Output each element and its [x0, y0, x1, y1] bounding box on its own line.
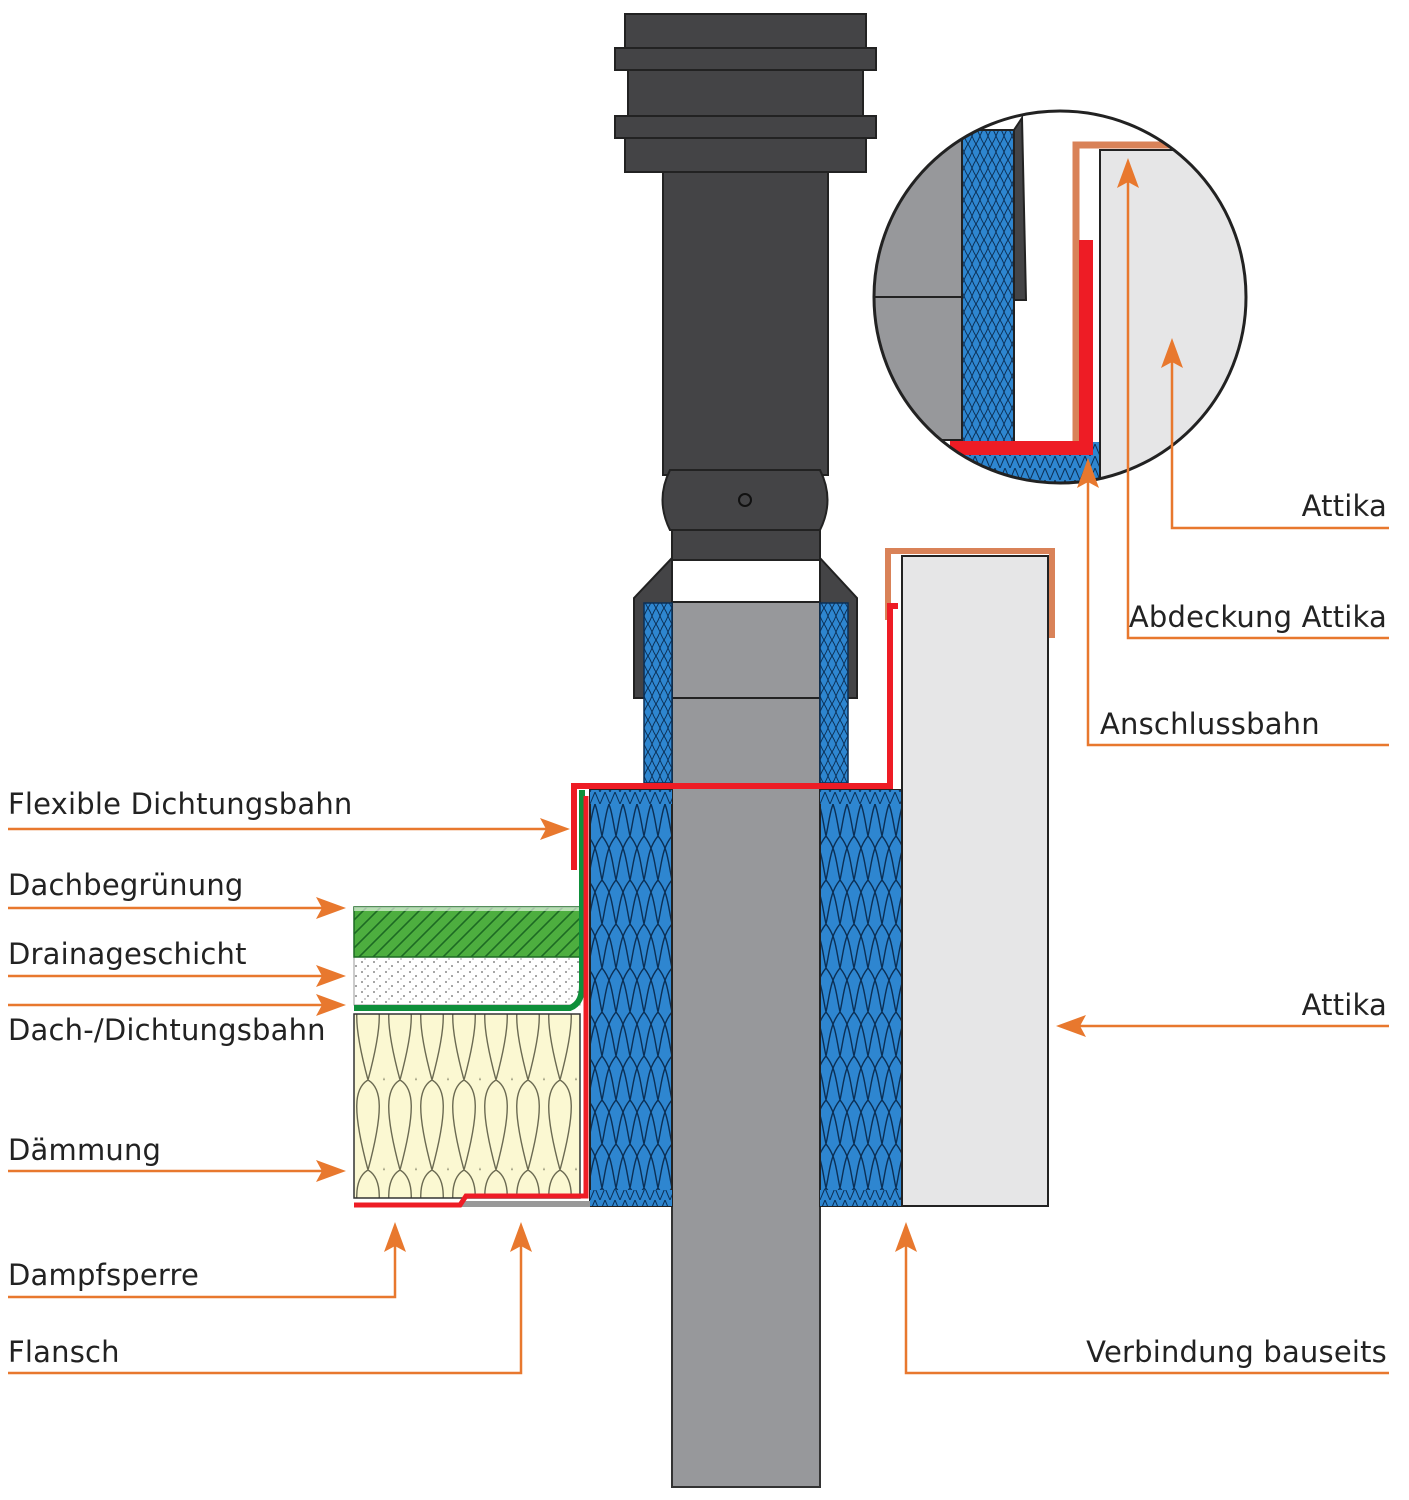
arrow-flexible-dichtungsbahn	[540, 818, 570, 840]
label-daemmung: Dämmung	[8, 1133, 162, 1167]
leader-anschlussbahn	[1086, 476, 1389, 747]
arrow-anschlussbahn	[1077, 458, 1099, 488]
pipe	[614, 13, 877, 1488]
pipe-insulation-right	[819, 789, 903, 1207]
leader-abdeckung-attika	[1126, 180, 1389, 640]
label-drainageschicht: Drainageschicht	[8, 937, 247, 971]
label-dachbegruenung: Dachbegrünung	[8, 868, 244, 902]
label-attika-detail: Attika	[1301, 489, 1387, 523]
label-flexible-dichtungsbahn: Flexible Dichtungsbahn	[8, 787, 353, 821]
flexible-waterproofing-membrane	[571, 603, 898, 870]
label-attika-main: Attika	[1301, 988, 1387, 1022]
roof-insulation	[353, 1013, 581, 1199]
label-anschlussbahn: Anschlussbahn	[1100, 707, 1320, 741]
vapour-barrier	[354, 796, 589, 1208]
detail-magnifier	[872, 109, 1248, 485]
leader-flansch	[8, 1242, 523, 1375]
arrow-verbindung-bauseits	[895, 1222, 917, 1252]
leader-attika-detail	[1170, 360, 1389, 530]
label-dampfsperre: Dampfsperre	[8, 1258, 200, 1292]
roof-membrane	[354, 790, 585, 1011]
pipe-cap	[614, 13, 877, 173]
detail-red-membrane	[950, 240, 1093, 455]
leader-verbindung-bauseits	[904, 1242, 1389, 1375]
pipe-insulation-left	[589, 789, 673, 1207]
leader-dampfsperre	[8, 1242, 397, 1299]
sleeve-insulation-left	[643, 602, 673, 784]
arrow-drainageschicht	[316, 965, 346, 987]
pipe-upper-shaft	[662, 169, 829, 476]
arrow-daemmung	[316, 1160, 346, 1182]
pipe-screw	[738, 493, 752, 507]
sleeve-insulation-right	[819, 602, 849, 784]
green-roof-layer	[353, 906, 581, 958]
arrow-dach-dichtungsbahn	[316, 994, 346, 1016]
label-flansch: Flansch	[8, 1335, 120, 1369]
detail-attika-cover	[1072, 141, 1170, 455]
leader-lines	[8, 180, 1389, 1375]
pipe-coupling	[661, 469, 829, 531]
arrow-flansch	[510, 1222, 532, 1252]
detail-sleeve-edge	[1013, 114, 1028, 301]
attika-main-block	[901, 555, 1049, 1207]
label-abdeckung-attika: Abdeckung Attika	[1128, 600, 1387, 634]
arrowheads	[316, 158, 1183, 1252]
arrow-abdeckung-attika	[1117, 158, 1139, 188]
arrow-attika-main	[1056, 1015, 1086, 1037]
pipe-lower-shaft	[671, 601, 821, 1488]
drainage-layer	[353, 956, 581, 1006]
attika-cover	[885, 548, 1055, 638]
arrow-dampfsperre	[384, 1222, 406, 1252]
arrow-dachbegruenung	[316, 897, 346, 919]
label-verbindung-bauseits: Verbindung bauseits	[1086, 1335, 1387, 1369]
arrow-attika-detail	[1161, 338, 1183, 368]
label-dach-dichtungsbahn: Dach-/Dichtungsbahn	[8, 1013, 326, 1047]
detail-insulation	[961, 129, 1015, 443]
